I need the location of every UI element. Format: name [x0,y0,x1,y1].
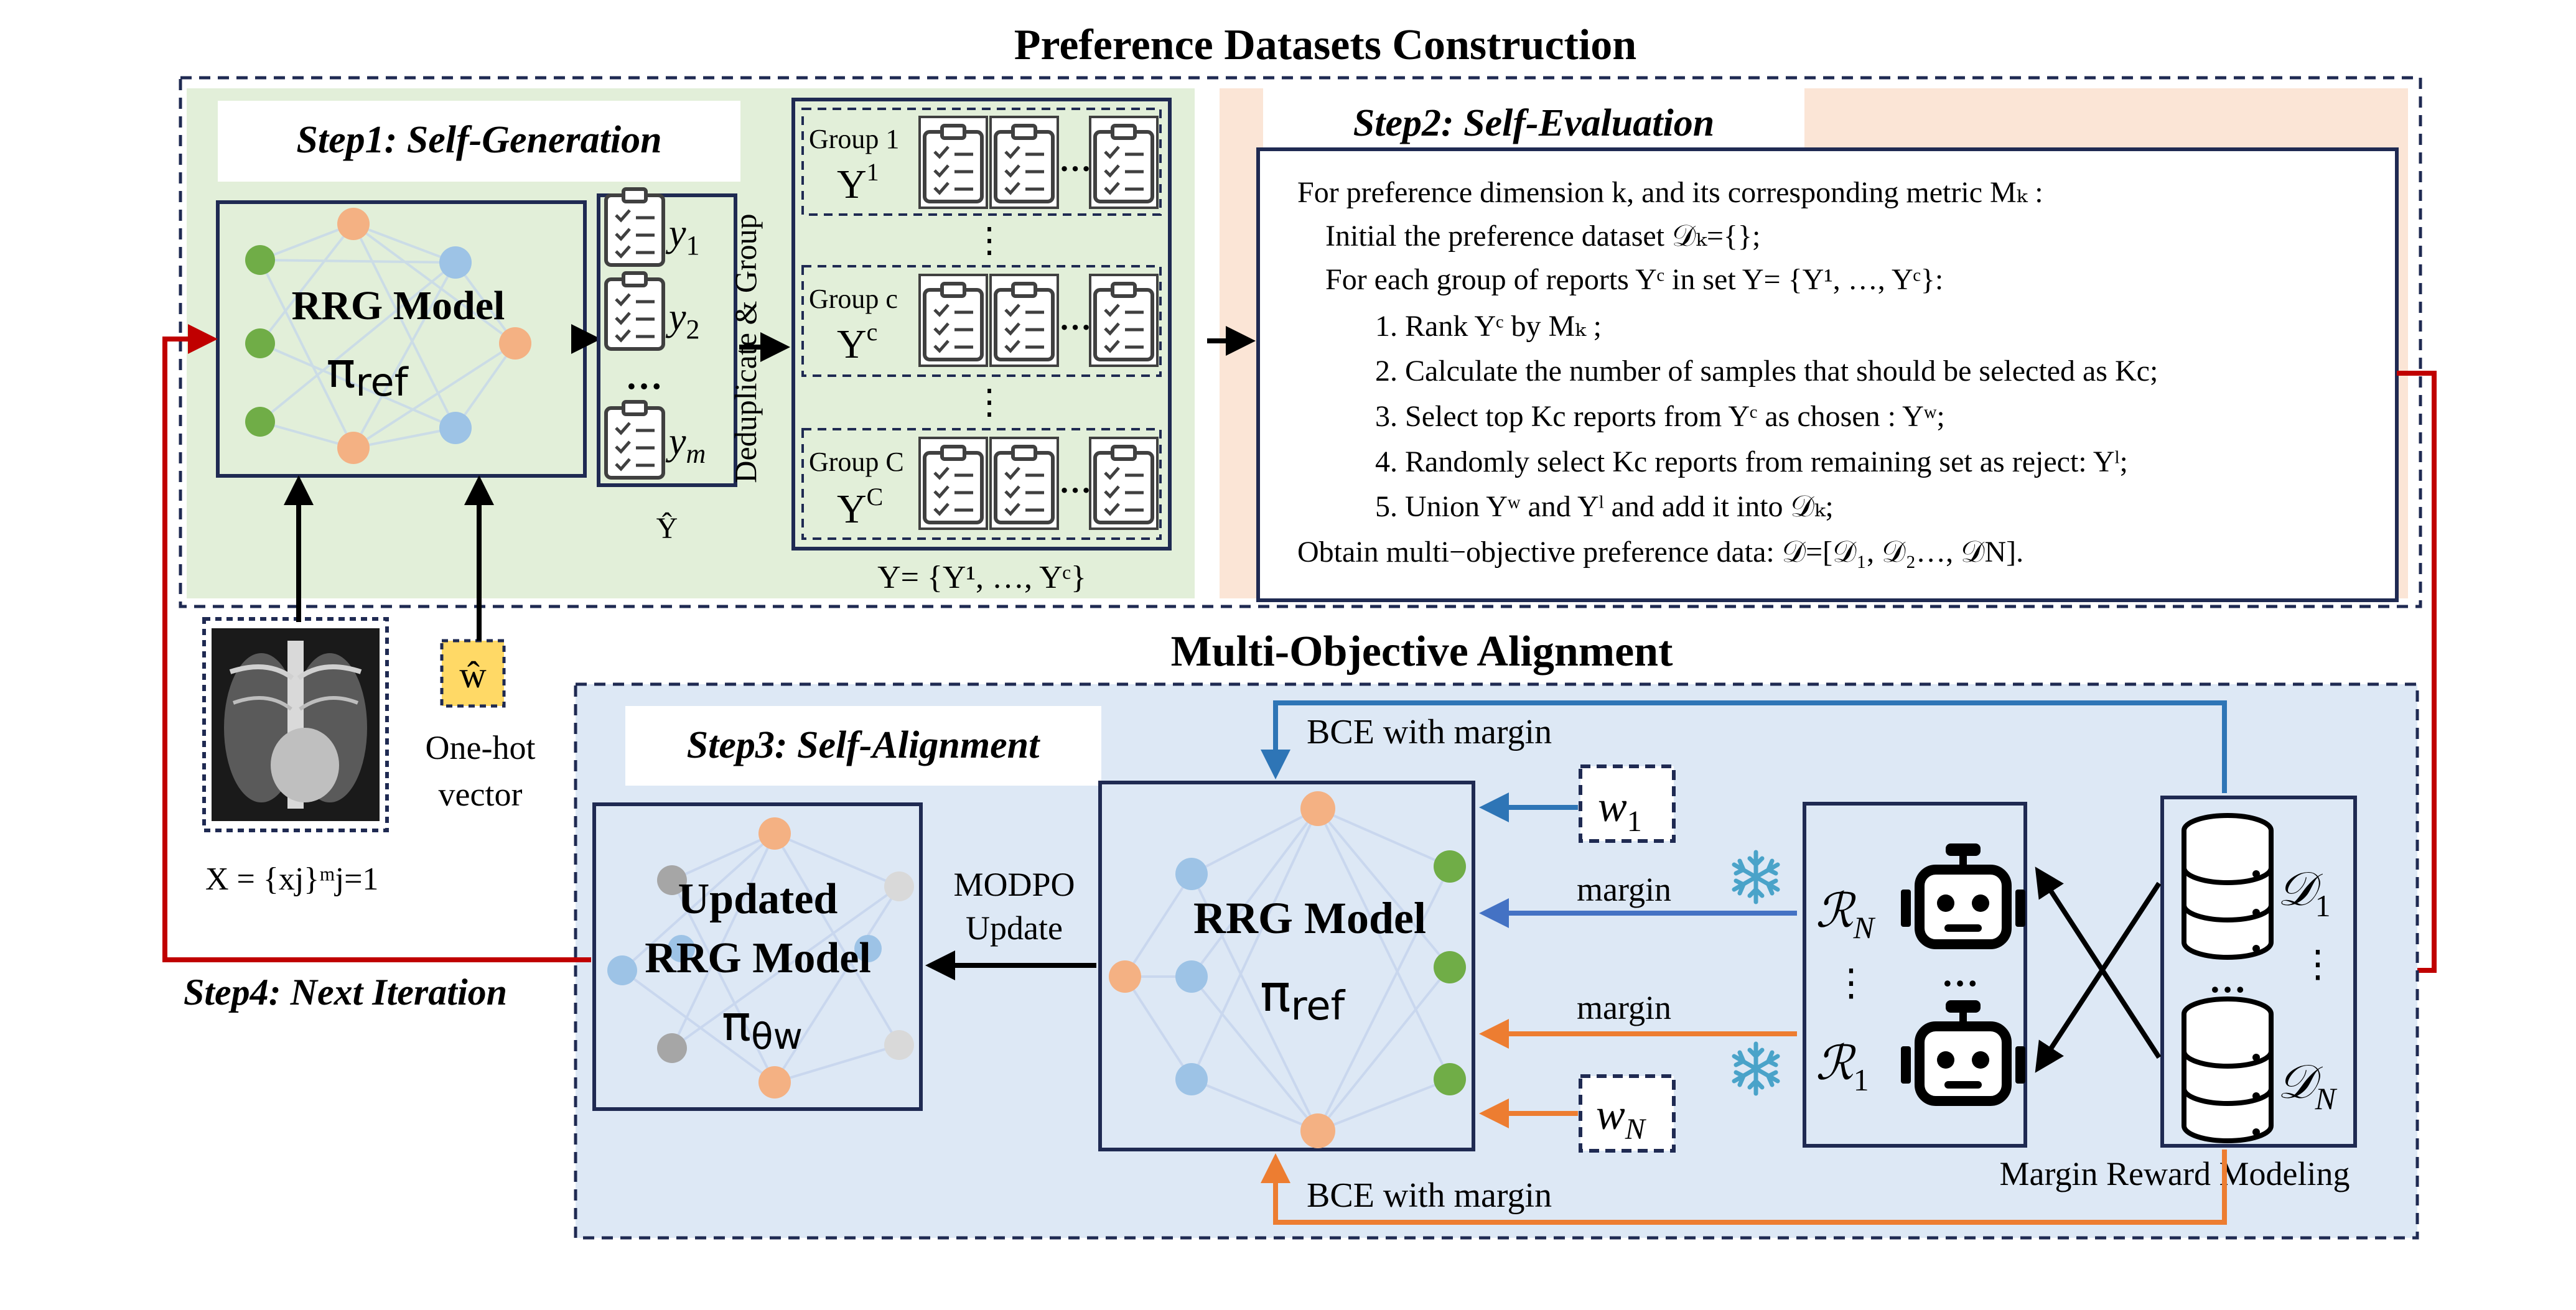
rrg-model-title-bottom: RRG Model [1193,893,1426,943]
step2-line-5: 2. Calculate the number of samples that … [1375,355,2158,388]
arrow-bce-top [1261,700,2227,793]
step2-line-2: Initial the preference dataset 𝒟ₖ={}; [1325,220,1760,253]
step1-label-box [218,101,740,182]
bottom-title: Multi-Objective Alignment [1171,628,1673,676]
rrg-top-nodes [245,208,531,464]
updated-model-title-1: Updated [678,875,838,923]
reward-vdots: ⋮ [1832,962,1870,1003]
bce-label-top: BCE with margin [1307,713,1552,751]
rrg-bottom-network [1124,807,1451,1132]
modpo-label-2: Update [966,909,1063,947]
database-icon [2184,815,2271,957]
rrg-top-network [259,223,516,449]
reward-hdots: … [1941,953,1979,994]
arrow-step4-next-iteration [162,324,591,962]
onehot-box [440,639,506,708]
step2-title-strip [1263,88,1804,151]
svg-text:…: … [1059,302,1091,337]
groups-set-label: Y= {Y¹, …, Yᶜ} [877,560,1086,595]
step1-label: Step1: Self-Generation [296,119,661,161]
rrg-bottom-nodes [1109,791,1466,1148]
group-c-label: Group c [809,284,898,314]
group-C-box [801,428,1162,540]
svg-text:…: … [1059,143,1091,179]
arrow-bce-bottom [1261,1150,2227,1225]
svg-text:…: … [1059,465,1091,500]
step3-label-box [625,706,1101,786]
margin-reward-modeling-label: Margin Reward Modeling [2000,1155,2350,1192]
pi-ref-top: πref [326,343,409,405]
updated-model-title-2: RRG Model [645,934,871,982]
step2-line-7: 4. Randomly select Kc reports from remai… [1375,445,2128,478]
onehot-label-2: vector [439,776,523,813]
margin-label-top: margin [1577,871,1671,908]
group-1-box [801,108,1162,216]
database-icon [2184,999,2271,1141]
step2-label: Step2: Self-Evaluation [1353,102,1714,144]
onehot-label-1: One-hot [426,729,536,766]
margin-label-bottom: margin [1577,989,1671,1026]
wN-box [1579,1074,1676,1153]
arrow-cross-1 [2035,881,2162,1073]
group-c-Y: Yc [837,318,877,367]
sample-ym: ym [665,420,706,469]
arrow-cross-2 [2035,866,2162,1059]
step3-label: Step3: Self-Alignment [687,724,1040,766]
sample-y1: y1 [665,212,700,261]
y-hat-label: Ŷ [656,512,678,545]
rrg-model-box-bottom [1098,781,1475,1151]
sample-y2: y2 [665,296,700,345]
group-C-Y: YC [837,483,883,532]
reward-RN-label: ℛN [1816,885,1876,945]
reward-R1-label: ℛ1 [1816,1038,1869,1097]
bce-label-bottom: BCE with margin [1307,1176,1552,1215]
group-1-label: Group 1 [809,124,899,154]
top-title: Preference Datasets Construction [1014,21,1636,69]
step2-line-9: Obtain multi−objective preference data: … [1297,536,2023,569]
modpo-label-1: MODPO [953,866,1075,903]
group-c-box [801,265,1162,377]
pi-ref-bottom: πref [1260,964,1346,1029]
group-C-label: Group C [809,447,904,477]
updated-nodes [607,817,914,1099]
sample-dots: … [625,356,663,397]
w1-box [1579,764,1676,843]
step2-line-3: For each group of reports Yᶜ in set Y= {… [1325,263,1943,296]
group-1-Y: Y1 [837,158,879,207]
x-input-label: X = {xj}ᵐj=1 [205,862,378,897]
step2-line-1: For preference dimension k, and its corr… [1297,176,2043,209]
xray-detail [224,641,367,809]
pi-theta: πθw [722,996,803,1057]
groups-vdots-1: ⋮ [972,221,1007,260]
wN-label: wN [1596,1091,1647,1146]
w1-label: w1 [1598,783,1642,838]
datasets-hdots: … [2209,959,2246,1000]
step2-content-box [1256,147,2399,602]
rrg-model-title-top: RRG Model [292,283,505,328]
updated-network [621,832,900,1084]
datasets-vdots: ⋮ [2299,944,2336,985]
step2-line-8: 5. Union Yʷ and Yˡ and add it into 𝒟ₖ; [1375,490,1834,523]
step2-line-4: 1. Rank Yᶜ by Mₖ ; [1375,310,1602,343]
step2-line-6: 3. Select top Kc reports from Yᶜ as chos… [1375,400,1945,433]
step4-label: Step4: Next Iteration [184,972,507,1013]
top-dashed-frame [179,76,2422,608]
groups-vdots-2: ⋮ [972,383,1007,422]
w-hat-label: ŵ [459,654,487,695]
